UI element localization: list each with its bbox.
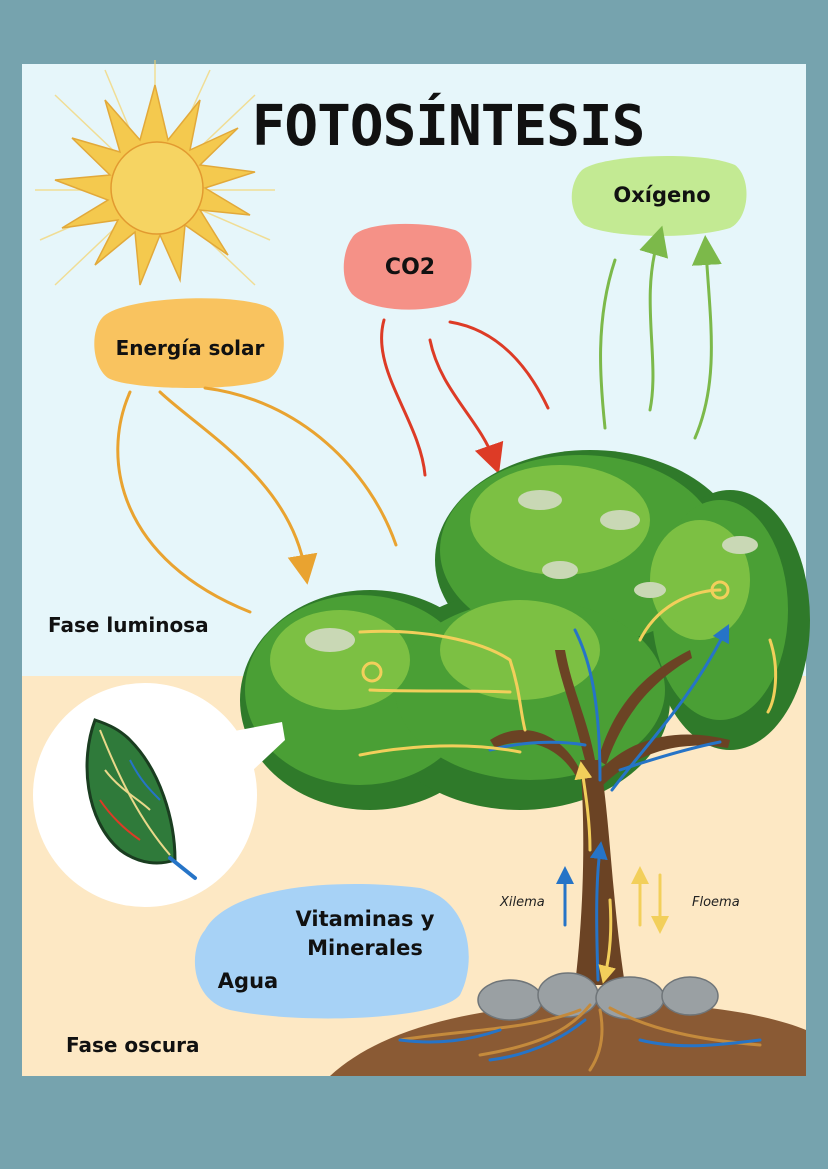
root-water-lines — [398, 1018, 762, 1062]
soil-mound — [330, 1002, 806, 1076]
phloem-updown-arrows-icon — [631, 866, 669, 934]
rocks — [477, 972, 719, 1021]
phloem-swirl-icon-2 — [710, 580, 730, 600]
phloem-lines — [358, 588, 778, 984]
co2-blob — [343, 223, 472, 310]
oxygen-label: Oxígeno — [613, 183, 710, 207]
floema-label: Floema — [692, 895, 740, 910]
tree-canopy — [240, 450, 810, 810]
fase-oscura-label: Fase oscura — [66, 1033, 200, 1057]
energy-arrows — [116, 386, 398, 614]
co2-arrows — [380, 318, 550, 477]
oxygen-arrows — [599, 225, 722, 440]
sun-icon — [35, 60, 275, 286]
energy-solar-label: Energía solar — [116, 336, 265, 360]
vitaminas-label-line1: Vitaminas y — [296, 907, 435, 931]
energy-solar-blob — [94, 298, 284, 389]
agua-label: Agua — [218, 969, 278, 993]
phloem-swirl-icon — [361, 661, 383, 683]
page-title: FOTOSÍNTESIS — [252, 94, 645, 159]
oxygen-blob — [571, 155, 747, 236]
xilema-label: Xilema — [499, 895, 545, 910]
co2-label: CO2 — [385, 255, 435, 280]
vitaminas-label-line2: Minerales — [307, 936, 423, 960]
fase-luminosa-label: Fase luminosa — [48, 613, 209, 637]
xylem-lines — [488, 623, 730, 982]
minerals-water-blob — [194, 884, 469, 1019]
leaf-icon — [85, 718, 197, 880]
